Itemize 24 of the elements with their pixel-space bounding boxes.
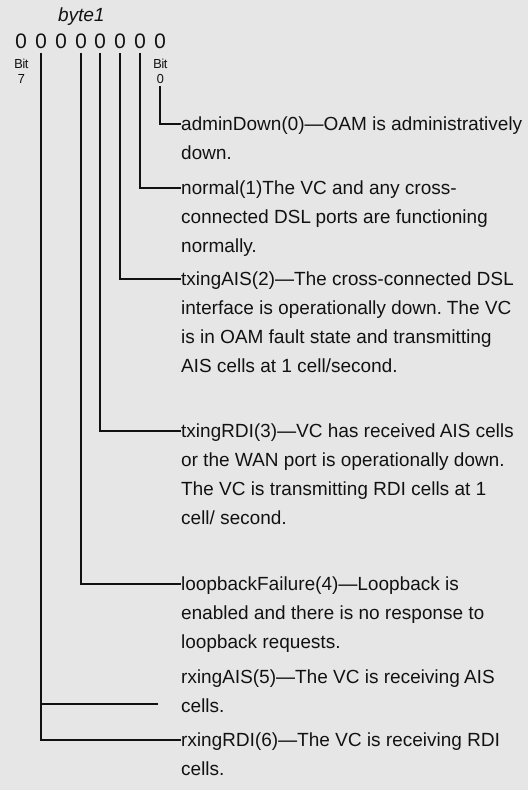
bit-value: 0 (75, 31, 87, 53)
bit-value: 0 (55, 31, 67, 53)
bit-value: 0 (134, 31, 146, 53)
leader-line (139, 53, 181, 189)
leader-line (119, 53, 181, 280)
bit-value: 0 (35, 31, 47, 53)
state-description: loopbackFailure(4)—Loopback is enabled and there is no response to loopback requests. (181, 570, 523, 657)
leader-line (40, 53, 181, 741)
bit-value: 0 (94, 31, 106, 53)
leader-line (99, 53, 181, 432)
leader-line (159, 86, 181, 125)
bit-value: 0 (154, 31, 166, 53)
bit-label: Bit 0 (152, 56, 168, 86)
bit-value: 0 (114, 31, 126, 53)
byte-heading: byte1 (58, 4, 104, 28)
state-description: txingAIS(2)—The cross-connected DSL interface is operationally down. The VC is in OAM fault state and transmitting AIS cells at 1 cell/second. (181, 265, 523, 381)
bit-value: 0 (15, 31, 27, 53)
state-description: normal(1)The VC and any cross-connected DSL ports are functioning normally. (181, 174, 523, 261)
state-description: txingRDI(3)—VC has received AIS cells or the WAN port is operationally down. The VC is transmitting RDI cells at 1 cell/ second. (181, 417, 523, 533)
state-description: rxingRDI(6)—The VC is receiving RDI cells. (181, 726, 523, 784)
bit-label: Bit 7 (13, 56, 30, 86)
state-description: adminDown(0)—OAM is administratively down. (181, 110, 523, 168)
state-description: rxingAIS(5)—The VC is receiving AIS cells. (181, 663, 523, 721)
leader-line (80, 53, 181, 585)
